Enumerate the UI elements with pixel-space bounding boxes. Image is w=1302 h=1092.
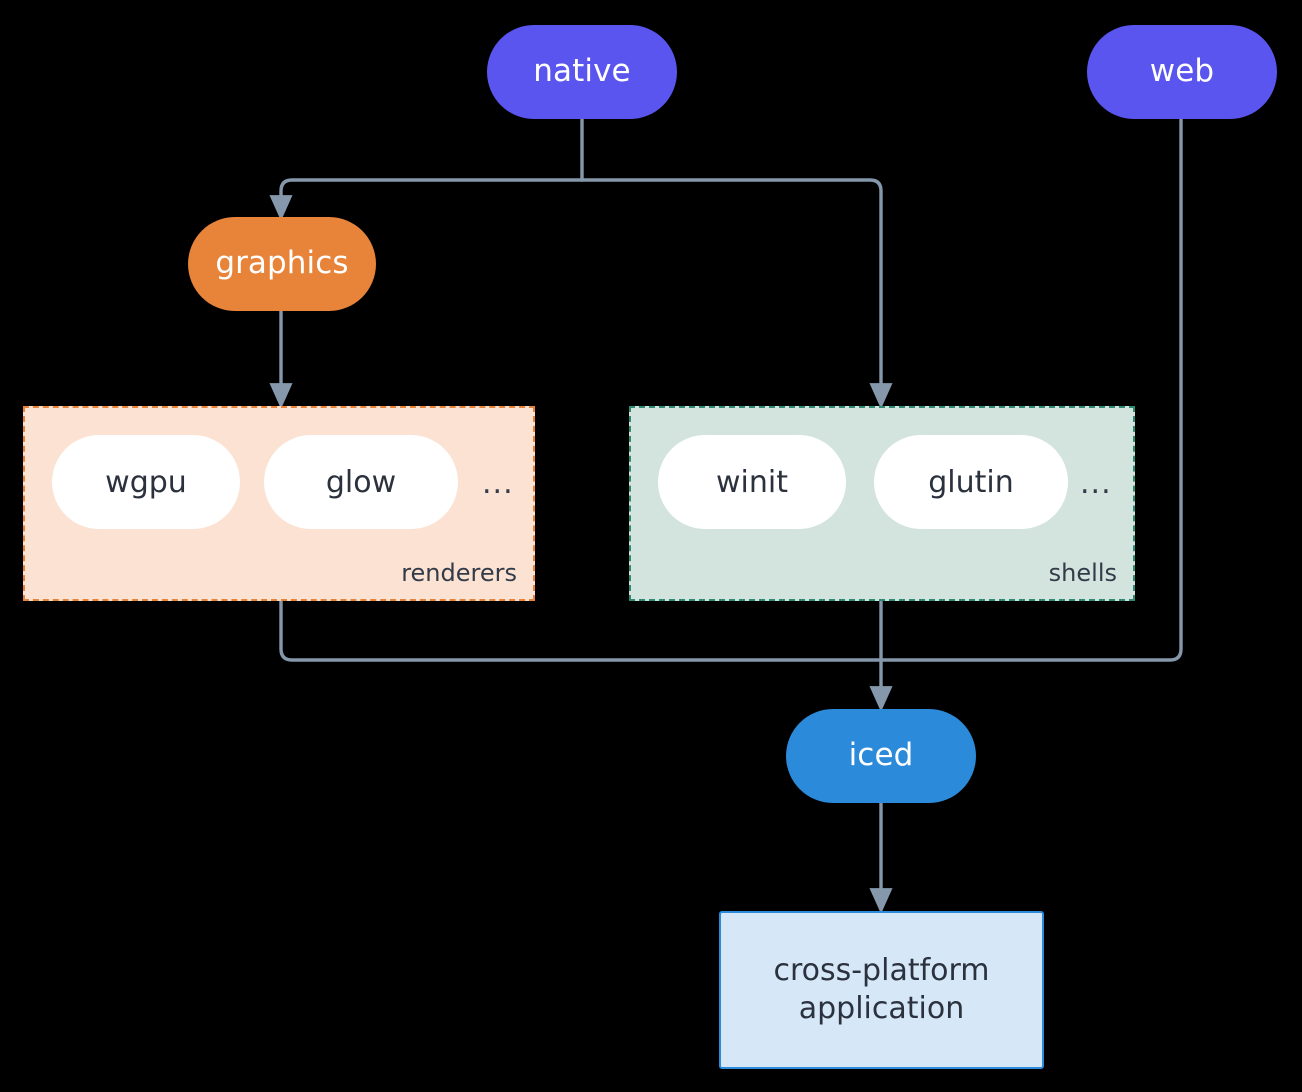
node-glutin[interactable]: glutin	[874, 435, 1068, 529]
node-graphics[interactable]: graphics	[188, 217, 376, 311]
node-glow[interactable]: glow	[264, 435, 458, 529]
group-renderers[interactable]: wgpu glow ... renderers	[23, 406, 535, 601]
edge-renderers-to-iced	[279, 599, 883, 662]
node-graphics-label: graphics	[215, 245, 349, 282]
edge-native-to-shells	[580, 178, 893, 409]
node-native[interactable]: native	[487, 25, 677, 119]
node-winit[interactable]: winit	[658, 435, 846, 529]
node-native-label: native	[533, 53, 631, 90]
application-label-line1: cross-platform	[773, 952, 990, 988]
renderers-overflow-ellipsis: ...	[482, 466, 514, 501]
node-web[interactable]: web	[1087, 25, 1277, 119]
shells-overflow-ellipsis: ...	[1080, 466, 1112, 501]
node-iced-label: iced	[848, 737, 914, 774]
group-shells[interactable]: winit glutin ... shells	[629, 406, 1135, 601]
group-renderers-label: renderers	[401, 559, 517, 587]
node-wgpu-label: wgpu	[105, 464, 187, 500]
node-winit-label: winit	[716, 464, 788, 500]
node-web-label: web	[1149, 53, 1215, 90]
node-glow-label: glow	[325, 464, 397, 500]
group-shells-label: shells	[1048, 559, 1117, 587]
edge-native-to-graphics	[269, 178, 584, 221]
application-label-line2: application	[798, 991, 965, 1026]
node-cross-platform-application[interactable]: cross-platform application	[719, 911, 1044, 1069]
node-iced[interactable]: iced	[786, 709, 976, 803]
node-glutin-label: glutin	[928, 464, 1014, 500]
node-wgpu[interactable]: wgpu	[52, 435, 240, 529]
